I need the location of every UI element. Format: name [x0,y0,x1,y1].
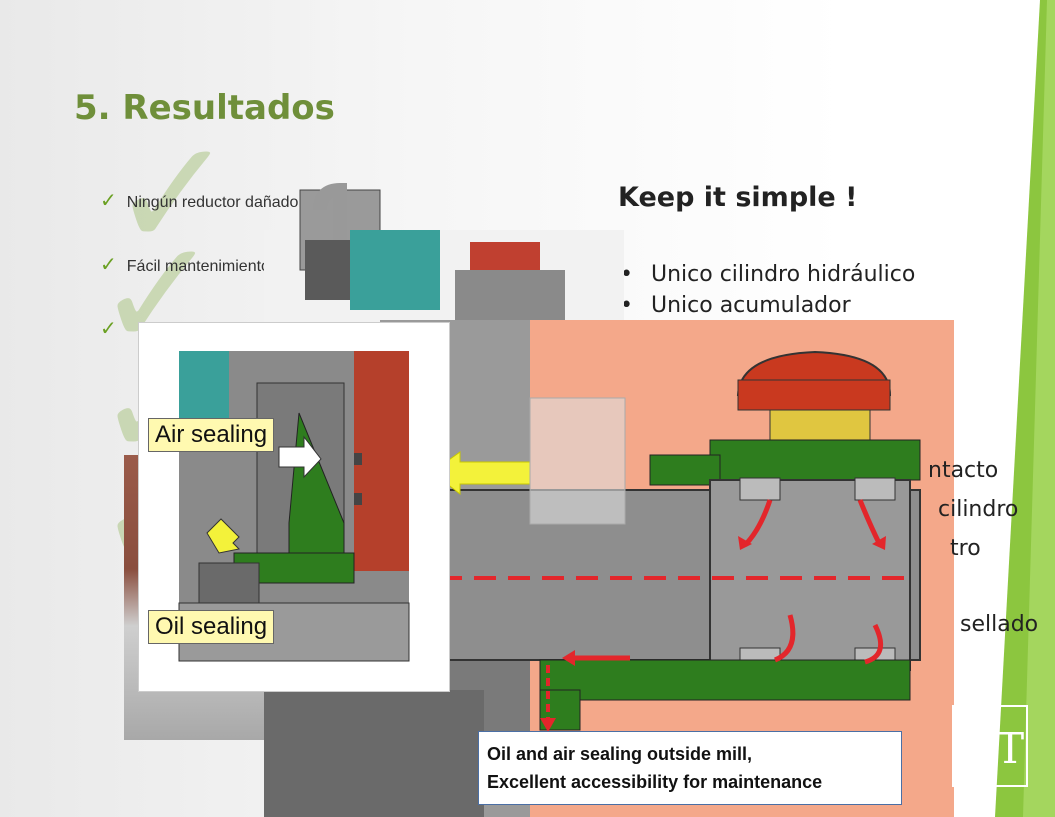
background-check-icon: ✓ [110,108,236,282]
bullet-item: Unico cilindro hidráulico [620,262,915,287]
slide-title: 5. Resultados [74,88,335,128]
oil-sealing-label: Oil sealing [148,610,275,644]
checklist-item-label: Ningún reductor dañado. [126,194,303,211]
partial-text: sellado [960,612,1039,637]
partial-text: ntacto [928,458,999,483]
caption-line: Excellent accessibility for maintenance [487,772,823,792]
keep-it-simple-heading: Keep it simple ! [618,182,858,213]
green-band-decoration [995,0,1055,817]
congress-logo [952,705,1028,787]
partial-text: tro [950,536,981,561]
checklist-item-label: Fácil mantenimiento [126,258,270,275]
seal-detail-drawing [178,351,410,662]
partial-text: cilindro [938,497,1019,522]
caption-line: Oil and air sealing outside mill, [487,744,753,764]
keep-bullet-list: Unico cilindro hidráulico Unico acumulad… [620,262,915,324]
air-sealing-label: Air sealing [148,418,275,452]
checklist-item: ✓ Ningún reductor dañado. [100,188,303,213]
checklist-item: ✓ Fácil mantenimiento [100,252,270,277]
congress-logo-text: CT [964,724,1025,773]
checklist-item: ✓ [100,316,127,341]
diagram-caption: Oil and air sealing outside mill, Excell… [478,731,902,805]
check-icon: ✓ [100,190,117,212]
bullet-item: Unico acumulador [620,293,915,318]
check-icon: ✓ [100,254,117,276]
check-icon: ✓ [100,318,117,340]
